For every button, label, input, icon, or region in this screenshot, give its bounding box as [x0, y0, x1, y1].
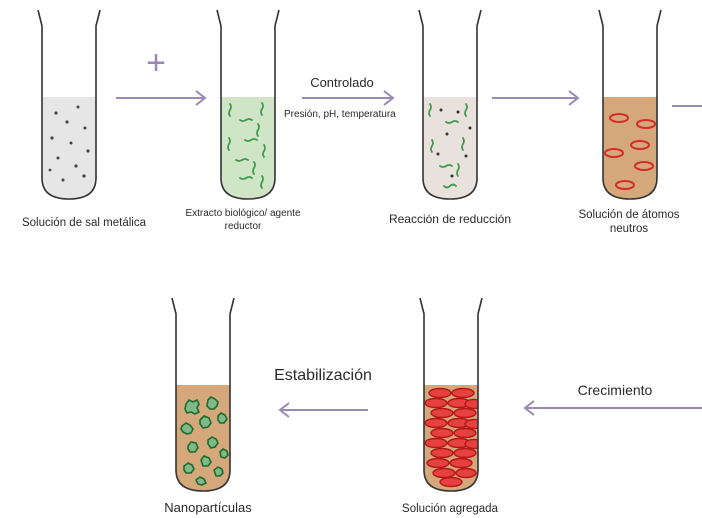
tube-metal-salt [38, 10, 100, 199]
label-neutral-atoms-solution: Solución de átomos neutros [570, 208, 688, 237]
arrow-stabilization [280, 403, 368, 417]
label-biological-extract: Extracto biológico/ agente reductor [178, 208, 308, 233]
plus-symbol: + [146, 44, 166, 82]
label-aggregated-solution: Solución agregada [390, 502, 510, 516]
label-controlled: Controlado [292, 75, 392, 91]
tube-liquid [42, 97, 96, 199]
tube-liquid [603, 97, 657, 199]
arrow-3 [492, 91, 578, 105]
label-metal-salt-solution: Solución de sal metálica [0, 216, 168, 230]
label-nanoparticles: Nanopartículas [138, 500, 278, 516]
tube-reduction-reaction [419, 10, 481, 199]
tube-nanoparticles [172, 298, 234, 491]
tube-biological-extract [217, 10, 279, 199]
arrow-2 [302, 91, 393, 105]
label-stabilization: Estabilización [258, 366, 388, 386]
arrow-1 [116, 91, 205, 105]
label-growth: Crecimiento [555, 382, 675, 400]
tube-neutral-atoms [599, 10, 661, 199]
arrow-growth [525, 401, 702, 415]
label-reduction-reaction: Reacción de reducción [375, 212, 525, 227]
tube-aggregated-solution [420, 298, 483, 491]
label-conditions: Presión, pH, temperatura [284, 109, 424, 122]
